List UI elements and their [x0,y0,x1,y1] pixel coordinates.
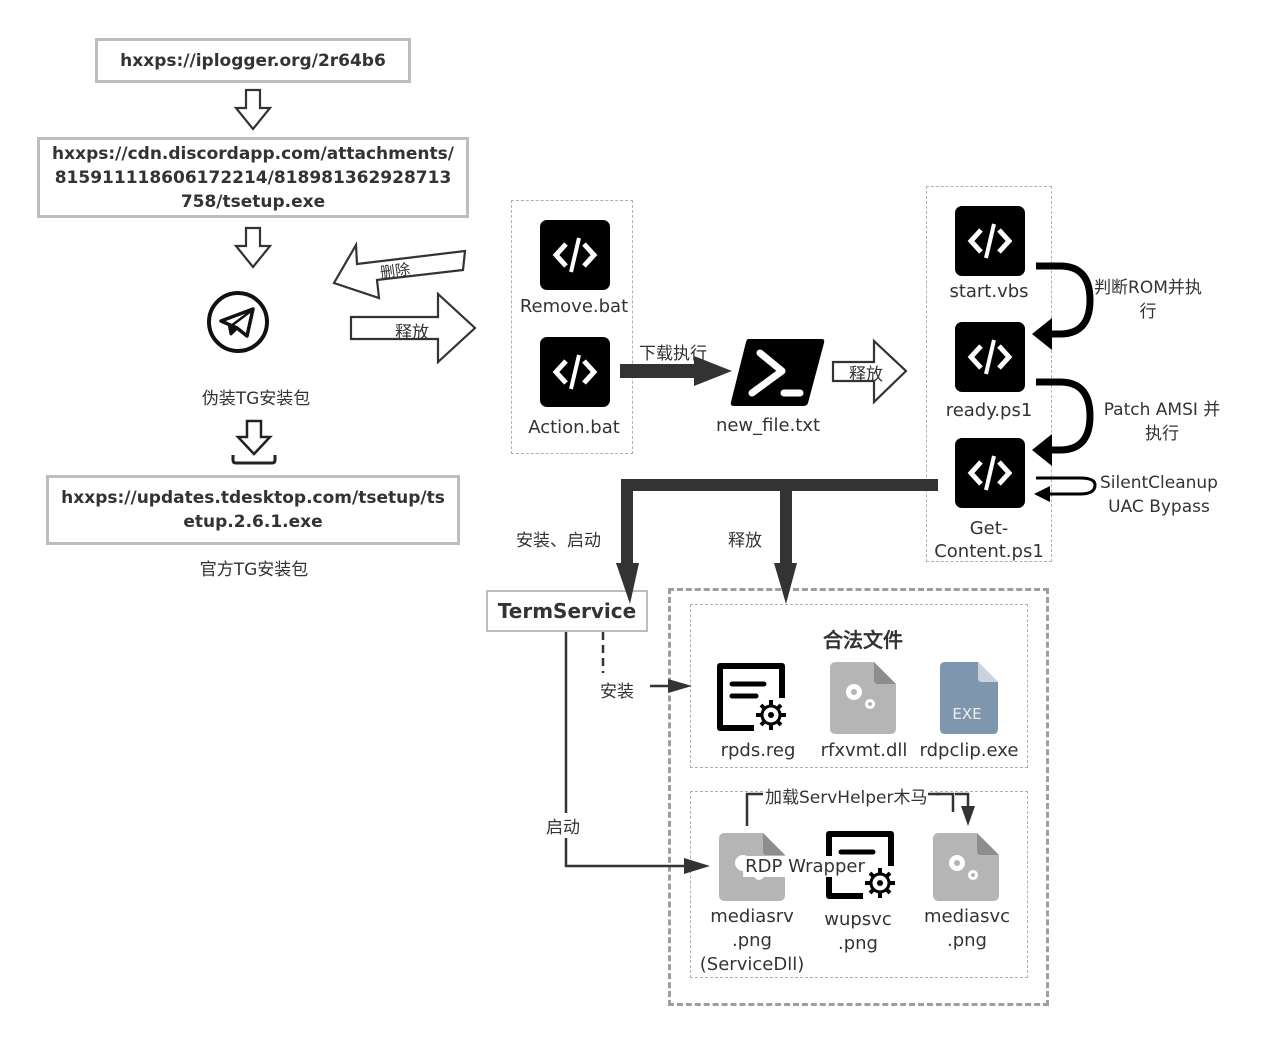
code-icon [540,220,610,290]
legit-files-title: 合法文件 [823,628,903,652]
file-label: rpds.reg [720,740,796,761]
file-label-text: wupsvc .png [824,909,892,954]
step1-label-text: 判断ROM并执行 [1094,278,1202,322]
file-label: Get-Content.ps1 [934,517,1044,563]
code-icon [540,337,610,407]
fake-installer-label: 伪装TG安装包 [201,389,311,409]
dll-gear-icon [933,833,999,901]
release-arrow-label: 释放 [728,531,762,551]
powershell-icon [730,337,825,407]
file-label: start.vbs [949,281,1029,302]
delete-arrow-label: 删除 [378,259,412,282]
exe-badge: EXE [952,705,982,723]
registry-icon [823,830,899,902]
payload-outer-container [668,588,1049,1006]
code-icon [955,438,1025,508]
termservice-label: TermService [497,599,637,623]
start-connector [564,632,690,868]
thick-arrow-head [616,563,639,604]
install-label: 安装 [600,677,634,702]
install-start-label: 安装、启动 [516,531,601,551]
dll-gear-icon [830,662,896,734]
thick-arrow-head [774,563,797,604]
load-trojan-label: 加载ServHelper木马 [765,783,928,808]
step1-label: 判断ROM并执行 [1088,276,1208,324]
file-label: mediasvc .png [917,905,1017,953]
loop-arrow [1036,476,1097,496]
url-official-text: hxxps://updates.tdesktop.com/tsetup/tset… [61,488,445,532]
file-label-text: mediasrv .png (ServiceDll) [699,906,805,975]
download-exec-label: 下载执行 [639,344,707,364]
thick-branch-line [621,479,938,565]
file-label: wupsvc .png [813,908,903,956]
file-label: ready.ps1 [945,400,1033,421]
file-label: rdpclip.exe [919,740,1019,761]
release-arrow-label: 释放 [395,323,429,343]
arrow-head [961,806,975,826]
bat-group-container [511,200,633,454]
telegram-icon [206,290,270,354]
start-label: 启动 [546,813,580,838]
file-label: Remove.bat [519,296,629,317]
url-box-official: hxxps://updates.tdesktop.com/tsetup/tset… [46,475,460,545]
url-box-iplogger: hxxps://iplogger.org/2r64b6 [95,38,411,83]
hollow-arrow-right [349,291,477,365]
code-icon [955,206,1025,276]
curved-arrow [1036,262,1094,338]
url-discord-text: hxxps://cdn.discordapp.com/attachments/8… [52,143,454,212]
curved-arrow [1036,378,1094,454]
loop-arrow-head [1034,486,1050,502]
hollow-arrow-right [831,338,908,405]
load-connector [745,792,763,826]
release-arrow-label: 释放 [849,365,883,385]
url-iplogger-text: hxxps://iplogger.org/2r64b6 [120,50,386,71]
step3-label-text: SilentCleanup UAC Bypass [1100,473,1218,517]
step3-label: SilentCleanup UAC Bypass [1089,471,1229,519]
file-label: mediasrv .png (ServiceDll) [692,905,812,977]
powershell-label: new_file.txt [715,415,821,436]
exe-icon: EXE [940,662,998,734]
registry-icon [714,662,790,734]
code-icon [955,322,1025,392]
file-label-text: Get-Content.ps1 [934,518,1044,562]
download-icon [230,418,278,466]
thick-arrow-head [694,356,732,386]
hollow-arrow-left [332,241,467,300]
file-label: rfxvmt.dll [820,740,908,761]
official-installer-label: 官方TG安装包 [199,560,309,580]
arrow-head [684,858,710,874]
file-label: Action.bat [528,417,620,438]
termservice-box: TermService [486,590,648,632]
script-group-container [926,186,1052,562]
rdp-wrapper-label: RDP Wrapper [743,856,867,877]
url-box-discord: hxxps://cdn.discordapp.com/attachments/8… [37,137,469,218]
thick-arrow-body [620,364,696,378]
step2-label: Patch AMSI 并执行 [1102,398,1222,446]
load-connector [936,792,955,812]
load-connector [955,792,970,808]
hollow-arrow-down [233,88,273,131]
hollow-arrow-down [233,226,273,269]
file-label-text: mediasvc .png [924,906,1010,951]
arrow-head [668,679,692,693]
step2-label-text: Patch AMSI 并执行 [1103,400,1221,444]
curved-arrow-head [1032,318,1052,350]
curved-arrow-head [1032,434,1052,466]
